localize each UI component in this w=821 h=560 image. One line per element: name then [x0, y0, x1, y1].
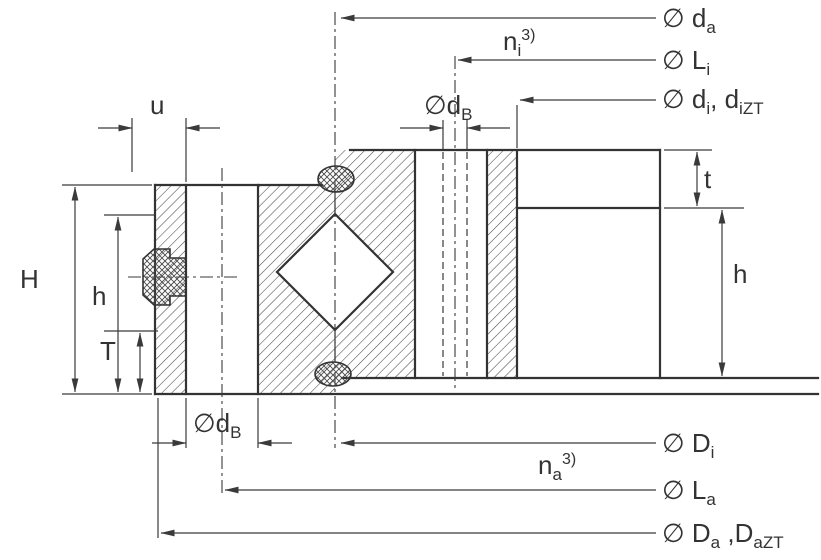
dimension-lines: [71, 14, 726, 537]
top-seal: [317, 165, 355, 193]
label-ni-holes: ni3): [503, 26, 535, 60]
label-na-holes: na3): [538, 450, 576, 484]
label-dia-li: ∅ Li: [662, 45, 710, 79]
label-height-h-left: h: [92, 281, 106, 311]
label-dia-la: ∅ La: [662, 475, 716, 509]
label-dia-di-dizt: ∅ di, diZT: [662, 84, 764, 118]
label-depth-t: t: [704, 164, 712, 194]
label-dia-da-inner: ∅ da: [662, 3, 716, 37]
label-db-outer: ∅dB: [193, 408, 241, 442]
part-outline: [153, 148, 820, 396]
label-u: u: [150, 90, 164, 120]
bottom-seal: [314, 361, 352, 387]
grease-nipple: [142, 248, 187, 306]
label-height-t-cap: T: [100, 336, 116, 366]
label-dia-da-outer: ∅ Da ,DaZT: [662, 518, 784, 552]
label-dia-di-upper: ∅ Di: [662, 428, 714, 462]
label-height-h-cap: H: [20, 264, 39, 294]
label-db-inner: ∅dB: [424, 90, 472, 124]
label-height-h-right: h: [733, 259, 747, 289]
inner-ring-right-section: [487, 150, 517, 378]
hidden-hole-lines: [442, 152, 468, 376]
